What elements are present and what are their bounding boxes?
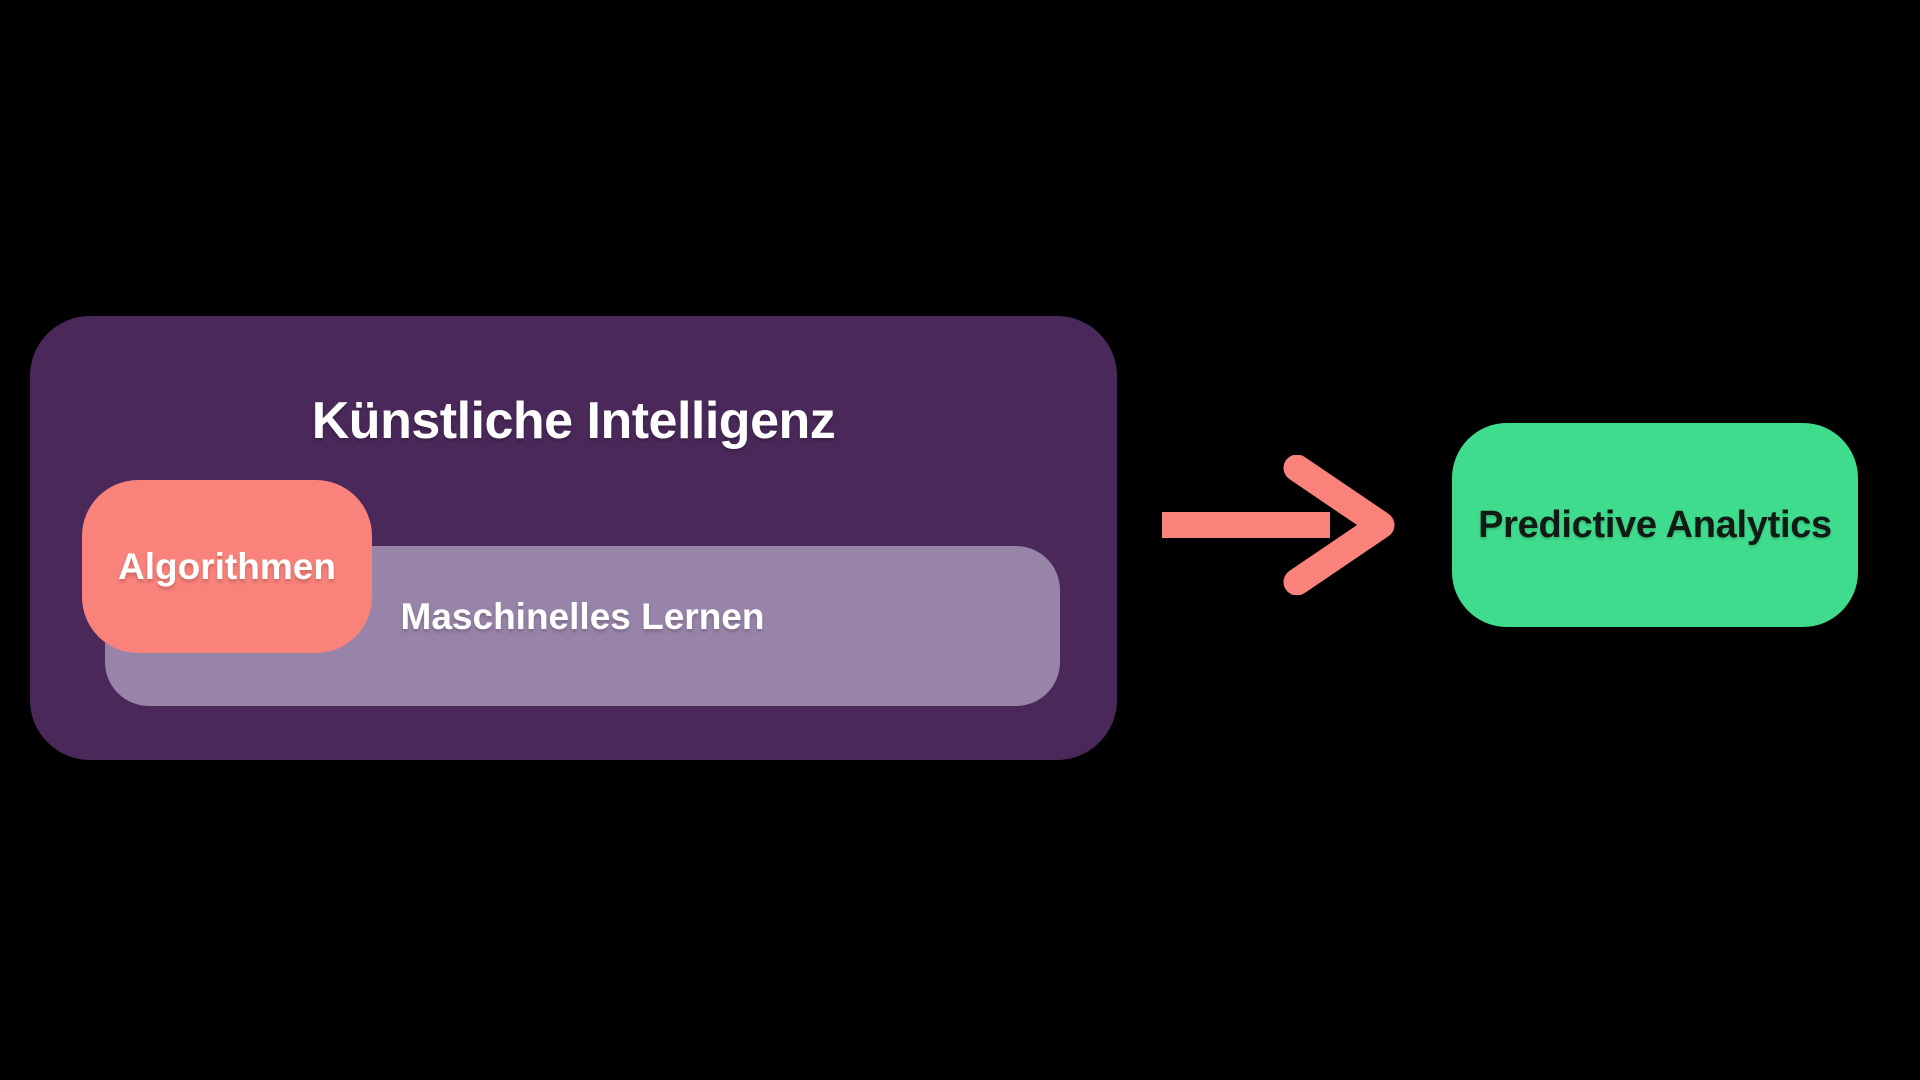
ai-container-box: Künstliche Intelligenz Maschinelles Lern… bbox=[30, 316, 1117, 760]
algorithms-label: Algorithmen bbox=[118, 545, 336, 587]
predictive-analytics-label: Predictive Analytics bbox=[1478, 503, 1832, 546]
predictive-analytics-box: Predictive Analytics bbox=[1452, 423, 1858, 627]
ai-box-title: Künstliche Intelligenz bbox=[311, 392, 836, 450]
arrow-head bbox=[1283, 454, 1395, 596]
algorithms-box: Algorithmen bbox=[82, 480, 372, 653]
machine-learning-label: Maschinelles Lernen bbox=[400, 596, 765, 637]
arrow-right-icon bbox=[1145, 454, 1405, 596]
arrow-shaft bbox=[1162, 512, 1330, 538]
